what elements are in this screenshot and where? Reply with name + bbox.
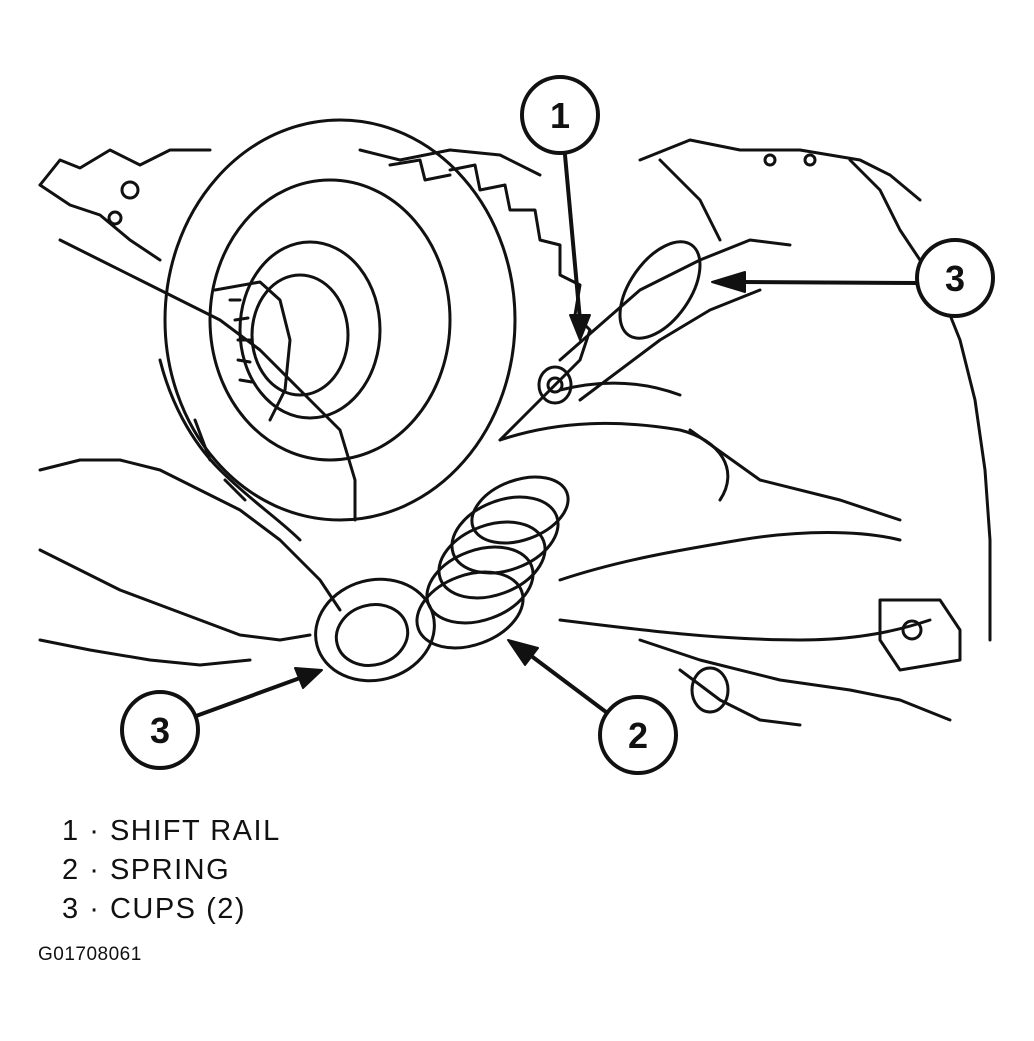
legend-label: SHIFT RAIL [109, 815, 281, 847]
legend-separator: · [89, 893, 101, 925]
legend: 1 · SHIFT RAIL 2 · SPRING 3 · CUPS (2) [62, 812, 281, 929]
callout-3-right-label: 3 [945, 258, 965, 299]
legend-label: SPRING [109, 854, 231, 886]
left-hand [38, 238, 357, 667]
legend-number: 1 [62, 815, 80, 847]
callout-1-label: 1 [550, 95, 570, 136]
legend-separator: · [89, 815, 101, 847]
legend-number: 3 [62, 893, 80, 925]
legend-label: CUPS (2) [109, 893, 247, 925]
callout-2: 2 [507, 639, 678, 775]
transmission-case [38, 138, 992, 727]
callout-3-left-label: 3 [150, 710, 170, 751]
legend-number: 2 [62, 854, 80, 886]
legend-separator: · [89, 854, 101, 886]
legend-item: 3 · CUPS (2) [62, 890, 281, 929]
callout-1: 1 [520, 75, 600, 341]
figure-id: G01708061 [38, 944, 142, 965]
callout-3-right: 3 [711, 238, 995, 318]
gear [163, 118, 592, 522]
spring [415, 475, 570, 650]
shift-rail [537, 238, 792, 405]
legend-item: 1 · SHIFT RAIL [62, 812, 281, 851]
diagram-artwork: 1 3 3 2 [38, 75, 995, 775]
callout-2-label: 2 [628, 715, 648, 756]
cup-left [314, 577, 436, 683]
callout-3-left: 3 [120, 667, 323, 770]
legend-item: 2 · SPRING [62, 851, 281, 890]
right-hand [498, 381, 932, 642]
